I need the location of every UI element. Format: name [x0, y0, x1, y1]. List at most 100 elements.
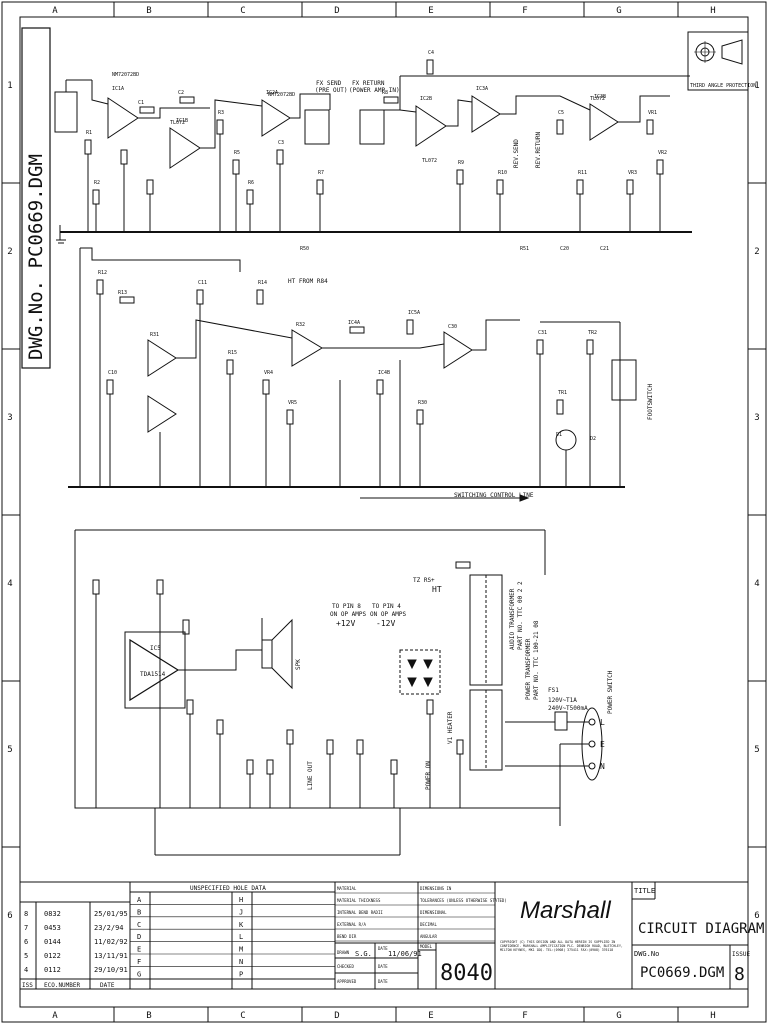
- row-label-6: 6: [7, 911, 12, 921]
- resistor: [536, 339, 544, 355]
- tol-row: DIMENSIONAL: [420, 910, 447, 915]
- resistor: [316, 179, 324, 195]
- part-label: VR4: [264, 370, 273, 376]
- rev-return-label: REV.RETURN: [535, 131, 542, 168]
- fx-send-label: FX SEND: [316, 80, 342, 87]
- resistor: [456, 169, 464, 185]
- hole-letter: K: [239, 921, 244, 929]
- resistor: [179, 96, 195, 104]
- part-label: C5: [558, 110, 564, 116]
- part-label: R3: [218, 110, 224, 116]
- resistor: [586, 339, 594, 355]
- resistor: [96, 279, 104, 295]
- part-label: C3: [278, 140, 284, 146]
- part-label: C31: [538, 330, 547, 336]
- resistor: [349, 326, 365, 334]
- minus12-label: -12V: [376, 619, 395, 628]
- part-label: R1: [86, 130, 92, 136]
- part-label: TR1: [558, 390, 567, 396]
- revision-cell: 11/02/92: [94, 938, 128, 946]
- model-number: 8040: [440, 961, 493, 986]
- part-labels: R1R2C1C2R3R5R6C3R7R8C4R9R10C5R11VR1VR2VR…: [86, 50, 667, 442]
- resistor: [426, 699, 434, 715]
- checked-label: CHECKED: [337, 964, 354, 969]
- column-label-f: F: [522, 6, 527, 16]
- part-label: C2: [178, 90, 184, 96]
- part-label: R32: [296, 322, 305, 328]
- rev-header-eco: ECO.NUMBER: [44, 982, 81, 989]
- column-label-b: B: [146, 6, 151, 16]
- column-label-c: C: [240, 1011, 245, 1021]
- resistor: [106, 379, 114, 395]
- revision-cell: 0453: [44, 924, 61, 932]
- fuse-label: FS1: [548, 687, 559, 694]
- part-label: R15: [228, 350, 237, 356]
- part-label: VR3: [628, 170, 637, 176]
- row-label-6: 6: [754, 911, 759, 921]
- row-label-3: 3: [7, 413, 12, 423]
- rev-header-date: DATE: [100, 982, 115, 989]
- hole-letter: C: [137, 921, 141, 929]
- mains-l-label: L: [600, 718, 605, 727]
- part-label: R5: [234, 150, 240, 156]
- resistor: [286, 729, 294, 745]
- part-label: R10: [498, 170, 507, 176]
- part-label: C20: [560, 246, 569, 252]
- to-pin4-label: TO PIN 4: [372, 603, 401, 610]
- resistor: [92, 189, 100, 205]
- part-label: C4: [428, 50, 434, 56]
- resistor: [376, 379, 384, 395]
- part-label: D1: [556, 432, 562, 438]
- spec-row: MATERIAL THICKNESS: [337, 898, 381, 903]
- column-label-a: A: [52, 6, 58, 16]
- part-label: VR2: [658, 150, 667, 156]
- resistor: [216, 119, 224, 135]
- switching-section: [68, 247, 637, 502]
- opamp-label: TL072: [170, 120, 185, 126]
- revision-cell: 4: [24, 966, 28, 974]
- checked-date-label: DATE: [378, 964, 388, 969]
- revision-cell: 13/11/91: [94, 952, 128, 960]
- hole-letter: E: [137, 946, 141, 954]
- issue-label: ISSUE: [732, 951, 750, 958]
- on-op-amps-label-2: ON OP AMPS: [370, 611, 407, 618]
- part-label: R8: [382, 90, 388, 96]
- opamp-label: TL072: [422, 158, 437, 164]
- mains-e-label: E: [600, 740, 605, 749]
- part-label: R2: [94, 180, 100, 186]
- preamp-section: [54, 59, 692, 244]
- power-on-label: POWER ON: [425, 761, 432, 790]
- column-label-g: G: [616, 1011, 621, 1021]
- ic5-label: IC5: [150, 645, 161, 652]
- copyright-box: COPYRIGHT (C) THIS DESIGN AND ALL DATA H…: [500, 940, 623, 952]
- title-block: [19, 881, 749, 990]
- revision-cell: 0144: [44, 938, 61, 946]
- spk-label: SPK: [295, 659, 302, 670]
- hole-letter: P: [239, 970, 243, 978]
- part-label: C30: [448, 324, 457, 330]
- part-label: IC3B: [594, 94, 606, 100]
- revision-cell: 29/10/91: [94, 966, 128, 974]
- resistor: [139, 106, 155, 114]
- switching-line-label: SWITCHING CONTROL LINE: [454, 492, 534, 499]
- part-label: C21: [600, 246, 609, 252]
- marshall-logo: Marshall: [520, 897, 611, 924]
- part-label: IC4A: [348, 320, 360, 326]
- column-label-b: B: [146, 1011, 151, 1021]
- hole-letter: H: [239, 896, 243, 904]
- hole-letter: G: [137, 970, 141, 978]
- part-label: R50: [300, 246, 309, 252]
- drawn-date-label: DATE: [378, 946, 388, 951]
- to-pin8-label: TO PIN 8: [332, 603, 361, 610]
- part-label: R7: [318, 170, 324, 176]
- resistor: [120, 149, 128, 165]
- third-angle-label: THIRD ANGLE PROTECTION: [690, 83, 756, 89]
- resistor: [383, 96, 399, 104]
- part-label: R14: [258, 280, 267, 286]
- row-label-5: 5: [7, 745, 12, 755]
- approved-label: APPROVED: [337, 979, 357, 984]
- resistor: [406, 319, 414, 335]
